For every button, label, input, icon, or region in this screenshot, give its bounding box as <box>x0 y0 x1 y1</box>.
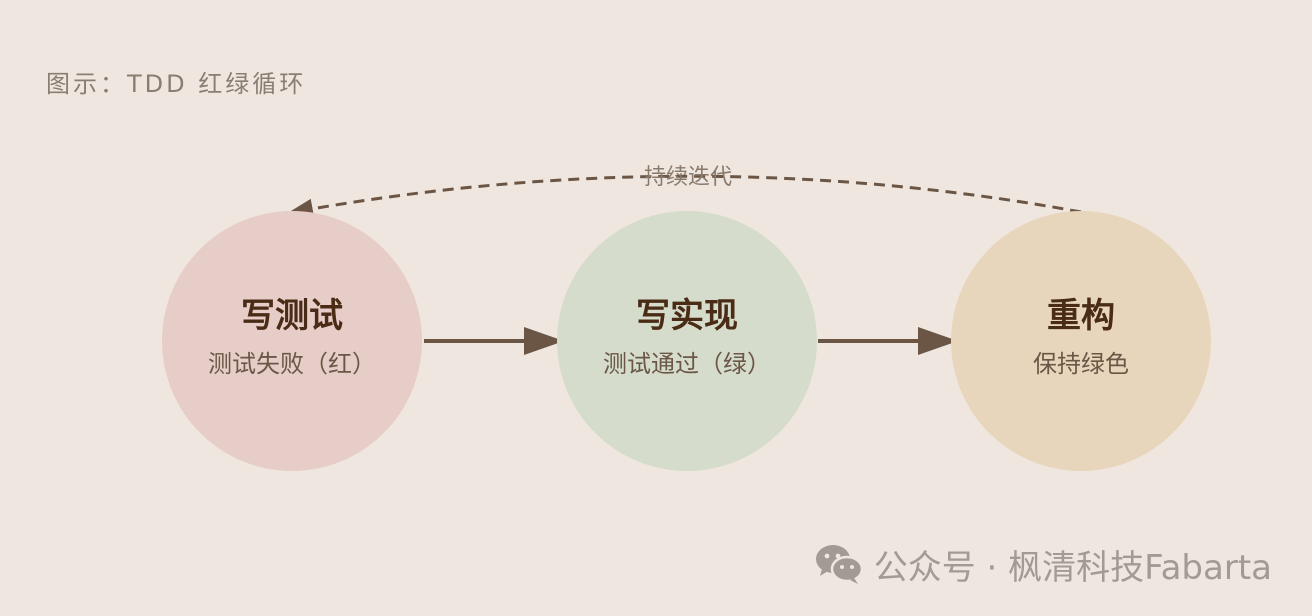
wechat-icon <box>815 545 863 584</box>
node-refactor-circle <box>951 211 1211 471</box>
node-refactor: 重构 保持绿色 <box>951 211 1211 471</box>
loop-arrow <box>287 174 1082 219</box>
diagram-caption: 图示：TDD 红绿循环 <box>46 70 307 98</box>
node-write-test-title: 写测试 <box>241 296 343 336</box>
node-write-impl: 写实现 测试通过（绿） <box>557 211 817 471</box>
node-write-test-subtitle: 测试失败（红） <box>208 350 376 378</box>
node-refactor-subtitle: 保持绿色 <box>1033 350 1129 378</box>
node-write-impl-circle <box>557 211 817 471</box>
node-write-impl-subtitle: 测试通过（绿） <box>603 350 771 378</box>
node-write-test-circle <box>162 211 422 471</box>
node-write-test: 写测试 测试失败（红） <box>162 211 422 471</box>
node-refactor-title: 重构 <box>1047 296 1115 336</box>
node-write-impl-title: 写实现 <box>636 296 738 336</box>
watermark: 公众号 · 枫清科技Fabarta <box>814 541 1272 588</box>
loop-label: 持续迭代 <box>644 165 732 190</box>
watermark-text: 公众号 · 枫清科技Fabarta <box>873 547 1272 588</box>
